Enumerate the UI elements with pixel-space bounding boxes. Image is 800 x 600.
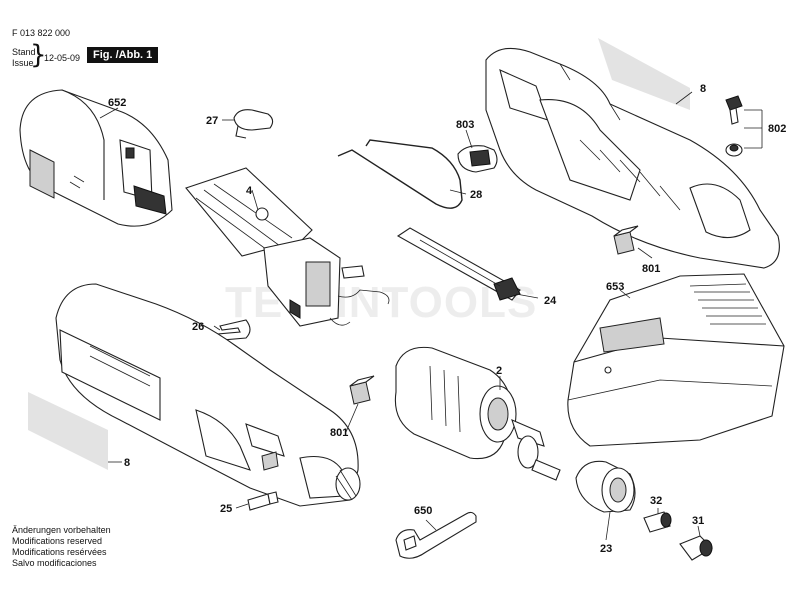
bushing-23 [575, 460, 636, 513]
figure-label: Fig. /Abb. 1 [87, 47, 159, 63]
wire-loop-28 [337, 139, 463, 209]
legal-note: Änderungen vorbehalten [12, 525, 111, 535]
part-label-8-top: 8 [700, 83, 706, 95]
part-label-25: 25 [220, 503, 232, 515]
part-label-24: 24 [544, 295, 557, 307]
part-label-26: 26 [192, 321, 204, 333]
collet-31 [679, 535, 713, 561]
part-label-28: 28 [470, 189, 482, 201]
screw-parts-802 [725, 95, 743, 157]
label-sheet-top [598, 38, 690, 110]
button-803 [457, 145, 498, 173]
housing-half-8 [485, 47, 780, 269]
charger-653 [567, 273, 785, 447]
part-label-650: 650 [414, 505, 432, 517]
part-label-802: 802 [768, 123, 786, 135]
brace-symbol: } [30, 40, 47, 70]
electronics-board-4 [185, 167, 390, 327]
part-label-27: 27 [206, 115, 218, 127]
part-label-2: 2 [496, 365, 502, 377]
part-label-4: 4 [246, 185, 253, 197]
part-label-8-bottom: 8 [124, 457, 130, 469]
part-label-31: 31 [692, 515, 704, 527]
battery-pack-652 [19, 89, 173, 227]
issue-date: 12-05-09 [44, 53, 81, 63]
slider-24 [396, 227, 521, 301]
document-number: F 013 822 000 [12, 28, 71, 38]
screw-25 [247, 491, 279, 511]
part-label-801-top: 801 [642, 263, 660, 275]
legal-note: Modifications resérvées [12, 547, 107, 557]
part-label-23: 23 [600, 543, 612, 555]
stand-label: Stand [12, 47, 36, 57]
part-label-653: 653 [606, 281, 624, 293]
housing-half-lower [55, 283, 361, 507]
motor-2 [394, 346, 561, 481]
clip-27 [233, 109, 274, 139]
part-label-801-mid: 801 [330, 427, 348, 439]
wrench-650 [395, 511, 477, 559]
legal-note: Modifications reserved [12, 536, 103, 546]
part-label-652: 652 [108, 97, 126, 109]
part-label-803: 803 [456, 119, 474, 131]
part-label-32: 32 [650, 495, 662, 507]
issue-label: Issue [12, 58, 34, 68]
legal-note: Salvo modificaciones [12, 558, 97, 568]
leader-lines [99, 91, 763, 541]
felt-pad-801-top [613, 225, 639, 255]
label-sheet-bottom [28, 392, 108, 470]
clip-26 [217, 319, 251, 341]
felt-pad-801-mid [349, 375, 375, 405]
legal-notes: Änderungen vorbehalten Modifications res… [12, 525, 111, 569]
collet-nut-32 [643, 511, 672, 533]
